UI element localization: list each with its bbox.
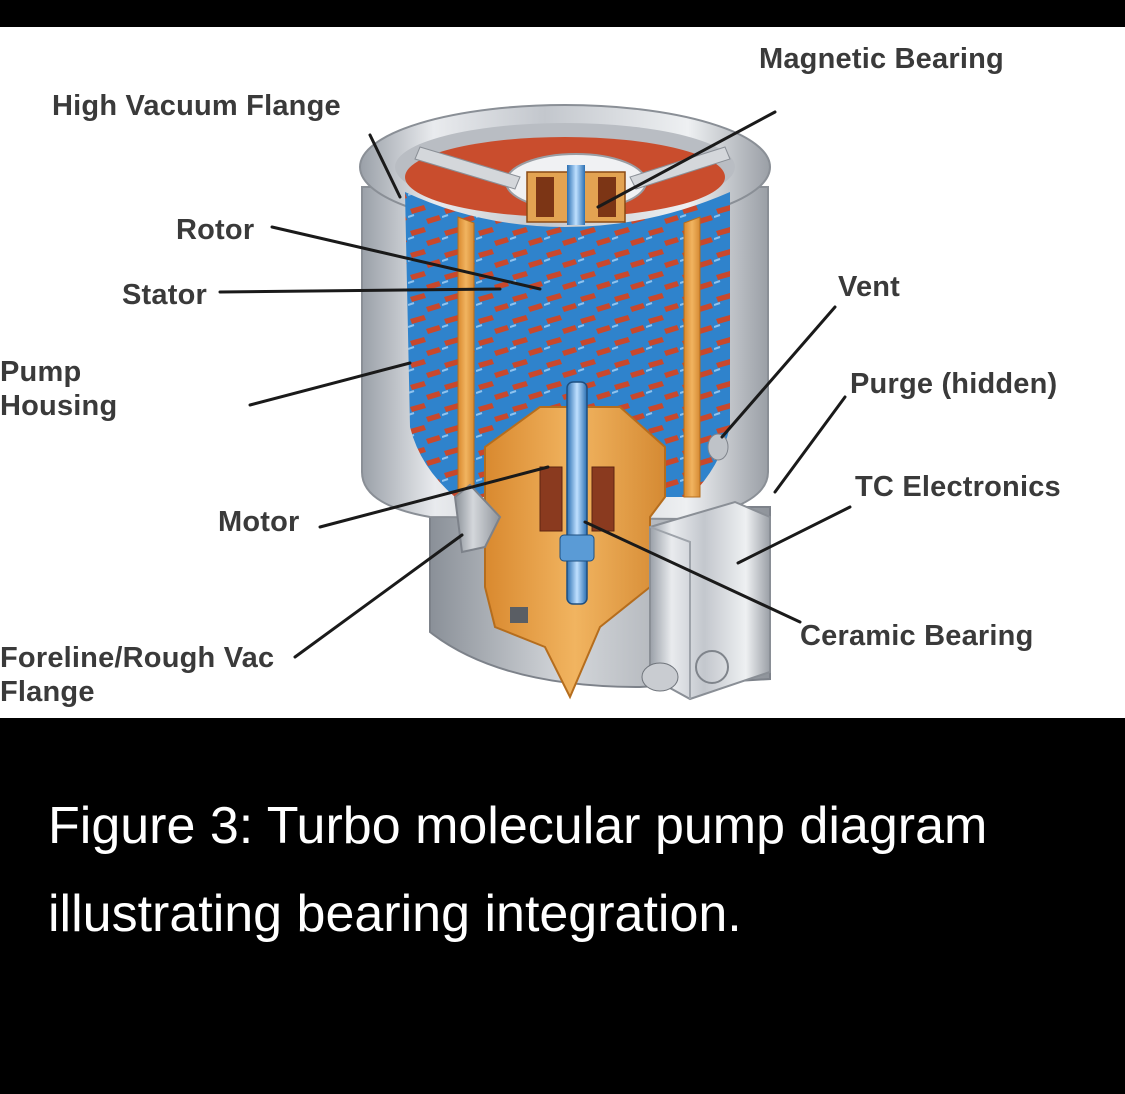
leader-lines (218, 110, 852, 659)
label-vent: Vent (838, 271, 901, 303)
label-high-vacuum-flange: High Vacuum Flange (52, 90, 341, 122)
label-ceramic-bearing: Ceramic Bearing (800, 620, 1034, 652)
label-rotor: Rotor (176, 214, 255, 246)
cutaway-wall-right (683, 216, 701, 498)
label-stator: Stator (122, 279, 207, 311)
label-motor: Motor (218, 506, 300, 538)
motor-winding-left (539, 466, 563, 532)
vent-hole (707, 433, 729, 461)
cutaway-wall-left (457, 216, 475, 498)
motor-winding-right (591, 466, 615, 532)
diagram-figure: High Vacuum Flange Magnetic Bearing Roto… (0, 27, 1125, 718)
figure-caption: Figure 3: Turbo molecular pump diagram i… (48, 797, 988, 943)
rotor-stator-stack (405, 192, 730, 497)
turbo-pump-illustration (218, 104, 852, 701)
label-magnetic-bearing: Magnetic Bearing (759, 43, 1004, 75)
label-pump-housing: Pump Housing (0, 356, 118, 422)
rotor-shaft (566, 381, 588, 605)
label-purge: Purge (hidden) (850, 368, 1058, 400)
label-tc-electronics: TC Electronics (855, 471, 1061, 503)
label-foreline-flange: Foreline/Rough Vac Flange (0, 642, 275, 708)
